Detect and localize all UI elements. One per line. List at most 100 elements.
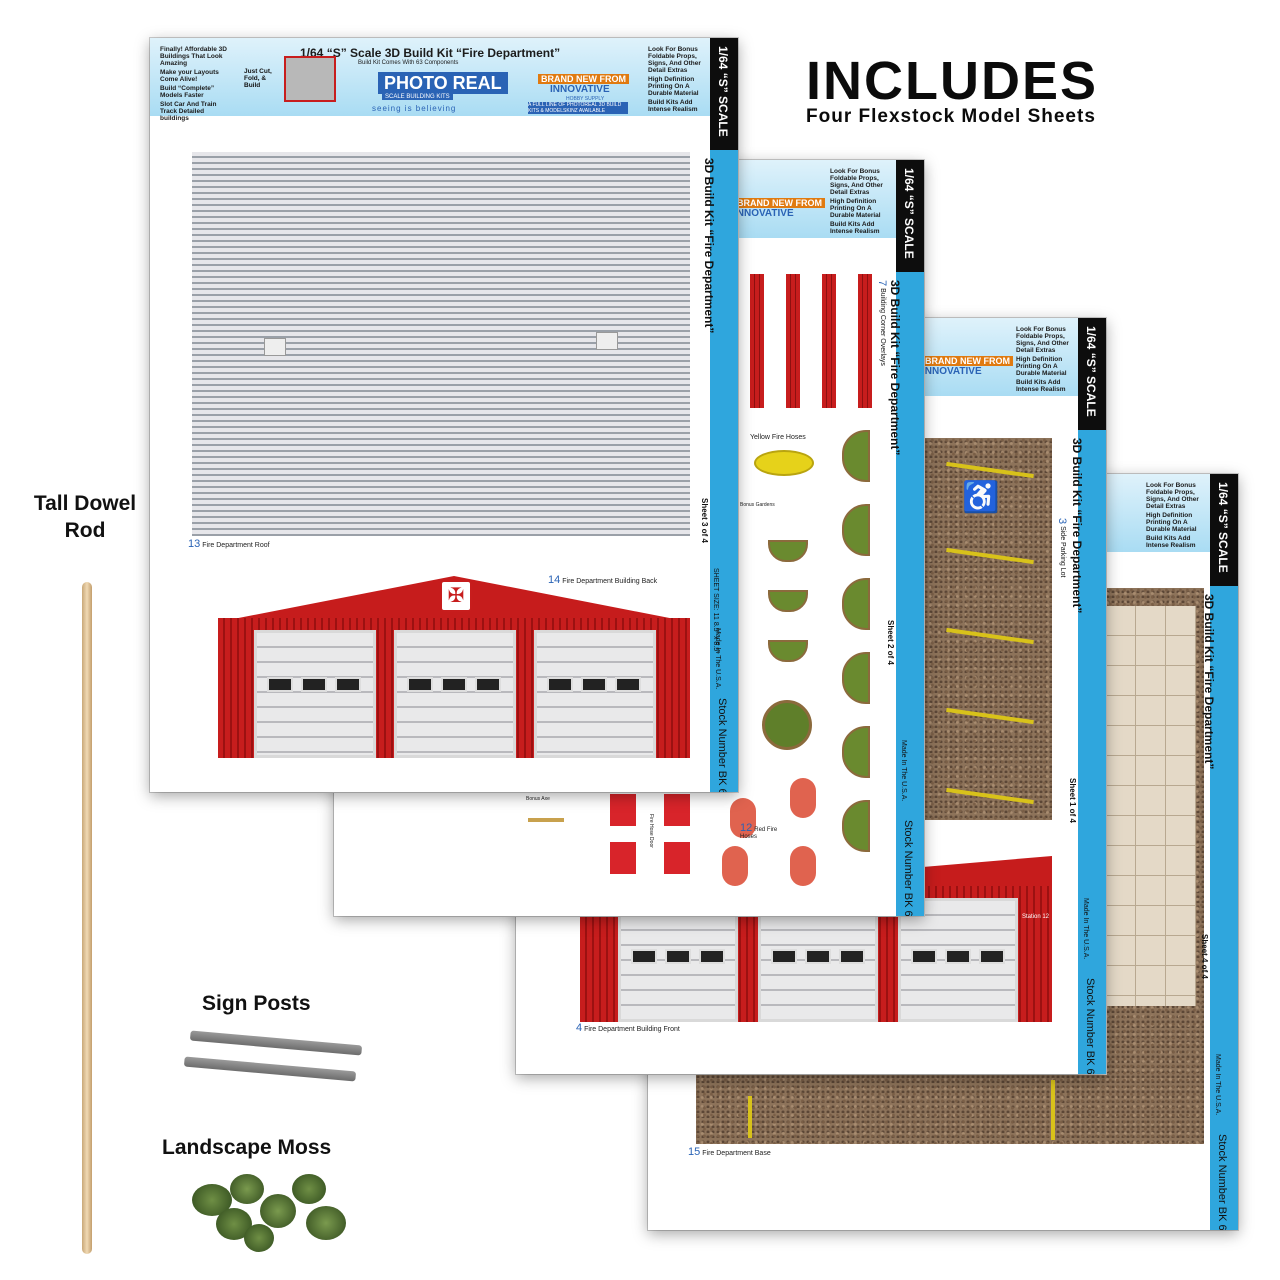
landscape-moss [186,1170,358,1260]
garage-door [534,630,656,758]
brand-new-badge: BRAND NEW FROM [538,74,629,84]
brand-new-badge: BRAND NEW FROM [734,198,825,208]
sheet-3-header: Finally! Affordable 3D Buildings That Lo… [150,38,710,122]
side-parking-lot: ♿ [924,438,1052,820]
sign-post [183,1056,357,1082]
left-bullets: Finally! Affordable 3D Buildings That Lo… [160,46,227,122]
includes-title: INCLUDES [806,51,1099,111]
photoreal-line: A FULL LINE OF PHOTOREAL 3D BUILD KITS &… [528,102,628,114]
station-label: Station 12 [1022,914,1050,920]
sheet-size: SHEET SIZE: 11 8.5" x 8.5" [712,568,719,654]
sheet-1-sidebar: 1/64 “S” SCALE 3D Build Kit “Fire Depart… [1068,318,1106,1074]
model-thumbnail [284,56,336,102]
sheet-4-header [1088,474,1210,552]
kit-title: 3D Build Kit “Fire Department” [888,280,902,456]
scale-label: 1/64 “S” SCALE [902,168,916,259]
made-in: Made In The U.S.A. [1214,1054,1221,1116]
label-fire-hose-door: Fire Hose Door [648,814,654,848]
red-hose [730,798,756,838]
garden [842,726,870,778]
label-bonus-axe: Bonus Axe [526,796,550,802]
kit-title: 3D Build Kit “Fire Department” [702,158,716,334]
garden [768,640,808,662]
made-in: Made In The U.S.A. [900,740,907,802]
garage-door [394,630,516,758]
label-yellow-hoses: Yellow Fire Hoses [750,434,806,441]
scale-label: 1/64 “S” SCALE [716,46,730,137]
right-bullets: Look For Bonus Foldable Props, Signs, An… [648,46,701,113]
sheet-4-bullets: Look For Bonus Foldable Props, Signs, An… [1146,482,1199,549]
label-bonus-gardens: Bonus Gardens [740,502,775,508]
photo-real-sub: SCALE BUILDING KITS [382,94,453,100]
sheet-number: Sheet 3 of 4 [700,498,709,543]
maltese-cross-icon: ✠ [440,580,472,612]
fire-hose-door [664,842,690,874]
stock-number: Stock Number BK 6414-1 [1084,978,1096,1074]
sign-posts-label: Sign Posts [202,992,311,1015]
stock-number: Stock Number BK 6414-4 [1216,1134,1228,1230]
tile-floor [1106,606,1196,1006]
garden [842,800,870,852]
garden [768,590,808,612]
parking-line [1051,1080,1055,1140]
garage-door [758,898,878,1022]
kit-title: 3D Build Kit “Fire Department” [1070,438,1084,614]
corner-overlay [786,274,800,408]
corner-overlay [858,274,872,408]
fire-hose-door [610,842,636,874]
scale-label: 1/64 “S” SCALE [1216,482,1230,573]
sheet-3-sidebar: 1/64 “S” SCALE 3D Build Kit “Fire Depart… [700,38,738,792]
parking-line [946,547,1034,565]
sheet-1-bullets: Look For Bonus Foldable Props, Signs, An… [1016,326,1069,393]
moss-label: Landscape Moss [162,1136,332,1159]
garden [842,578,870,630]
parking-line [946,627,1034,645]
garden [842,504,870,556]
fire-department-building-back: ✠ [218,576,690,758]
handicap-icon: ♿ [962,481,1000,514]
label-corner-overlays: 7 Building Corner Overlays [876,280,888,366]
fire-hose-door [664,794,690,826]
made-in: Made In The U.S.A. [714,628,721,690]
stock-number: Stock Number BK 6414-3 [716,698,728,792]
sheet-2-bullets: Look For Bonus Foldable Props, Signs, An… [830,168,883,235]
parking-line [748,1096,752,1138]
garden [768,540,808,562]
made-in: Made In The U.S.A. [1082,898,1089,960]
sheet-2-sidebar: 1/64 “S” SCALE 3D Build Kit “Fire Depart… [886,160,924,916]
innovative-label: INNOVATIVE [550,84,610,95]
parking-line [946,707,1034,725]
dowel-label: Tall Dowel Rod [33,492,137,542]
red-hose [722,846,748,886]
garage-door [254,630,376,758]
yellow-hose [754,450,814,476]
stock-number: Stock Number BK 6414-2 [902,820,914,916]
sign-post [189,1030,363,1056]
scale-label: 1/64 “S” SCALE [1084,326,1098,417]
dowel-rod [82,582,92,1254]
sheet-3: Finally! Affordable 3D Buildings That Lo… [150,38,738,792]
fire-department-roof [192,152,690,536]
sheet-4-sidebar: 1/64 “S” SCALE 3D Build Kit “Fire Depart… [1200,474,1238,1230]
corner-overlay [750,274,764,408]
sheet-number: Sheet 4 of 4 [1200,934,1209,979]
includes-subtitle: Four Flexstock Model Sheets [806,106,1096,127]
red-hose [790,846,816,886]
red-hose [790,778,816,818]
garage-door [618,898,738,1022]
garage-door [898,898,1018,1022]
parking-line [946,461,1034,479]
fold-text: Just Cut, Fold, & Build [244,68,272,89]
sheet-number: Sheet 1 of 4 [1068,778,1077,823]
kit-title-banner: 1/64 “S” Scale 3D Build Kit “Fire Depart… [300,46,561,60]
label-side-parking-lot: 3 Side Parking Lot [1056,518,1068,578]
tagline: seeing is believing [372,104,457,113]
parking-line [946,787,1034,805]
garden [842,430,870,482]
hobby-supply-label: HOBBY SUPPLY [566,96,605,102]
